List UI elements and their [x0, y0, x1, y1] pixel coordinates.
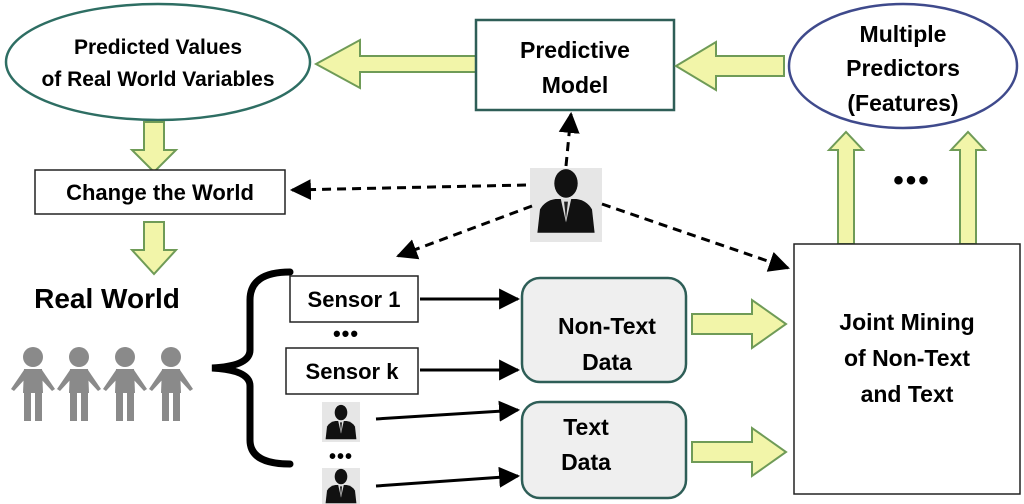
sensor-1-label: Sensor 1: [308, 287, 401, 312]
change-world-box: [34, 169, 286, 215]
predictive-model-line2: Model: [542, 72, 608, 98]
block-arrow-model-to-values: [313, 38, 477, 90]
authors-ellipsis: •••: [329, 446, 353, 468]
dashed-arrow-to-change-world: [289, 179, 527, 201]
block-arrow-nontext-to-joint: [691, 298, 788, 350]
predictors-ellipsis: •••: [893, 164, 931, 197]
multiple-predictors-line3: (Features): [847, 90, 958, 116]
sensors-ellipsis: •••: [333, 321, 359, 346]
curly-brace: [211, 268, 294, 468]
real-world-label: Real World: [34, 283, 180, 314]
sensor-k-box: [285, 347, 419, 395]
text-author-icon-2: [322, 468, 360, 504]
arrow-author1-to-text: [375, 400, 521, 422]
multiple-predictors-ellipse: [787, 2, 1019, 130]
dashed-arrow-to-joint-mining: [601, 202, 790, 272]
analyst-person-icon: [530, 168, 602, 242]
joint-mining-line2: of Non-Text: [844, 345, 970, 371]
block-arrow-change-to-real: [129, 221, 179, 276]
block-arrow-values-to-change: [129, 121, 179, 174]
multiple-predictors-line2: Predictors: [846, 55, 960, 81]
dashed-arrow-to-model: [558, 111, 580, 167]
joint-mining-box: [793, 243, 1021, 495]
predicted-values-ellipse: [4, 2, 312, 122]
non-text-data-box: [520, 276, 688, 384]
text-data-line2: Data: [561, 449, 611, 475]
block-arrow-up-left: [826, 130, 866, 245]
joint-mining-line3: and Text: [861, 381, 954, 407]
block-arrow-up-right: [948, 130, 988, 245]
block-arrow-text-to-joint: [691, 426, 788, 478]
block-arrow-predictors-to-model: [674, 40, 785, 92]
joint-mining-line1: Joint Mining: [839, 309, 974, 335]
sensor-k-label: Sensor k: [306, 359, 400, 384]
predicted-values-line2: of Real World Variables: [41, 68, 274, 91]
people-group-icon: [11, 347, 193, 421]
text-author-icon-1: [322, 402, 360, 442]
predicted-values-line1: Predicted Values: [74, 36, 242, 59]
predictive-model-line1: Predictive: [520, 37, 630, 63]
text-data-box: [520, 400, 688, 500]
change-world-label: Change the World: [66, 180, 254, 205]
sensor-1-box: [289, 275, 419, 323]
arrow-author2-to-text: [375, 466, 521, 488]
non-text-data-line1: Non-Text: [558, 313, 656, 339]
multiple-predictors-line1: Multiple: [860, 21, 947, 47]
text-data-line1: Text: [563, 414, 609, 440]
dashed-arrow-to-sensors: [396, 204, 533, 260]
predictive-model-box: [474, 18, 676, 112]
non-text-data-line2: Data: [582, 349, 632, 375]
